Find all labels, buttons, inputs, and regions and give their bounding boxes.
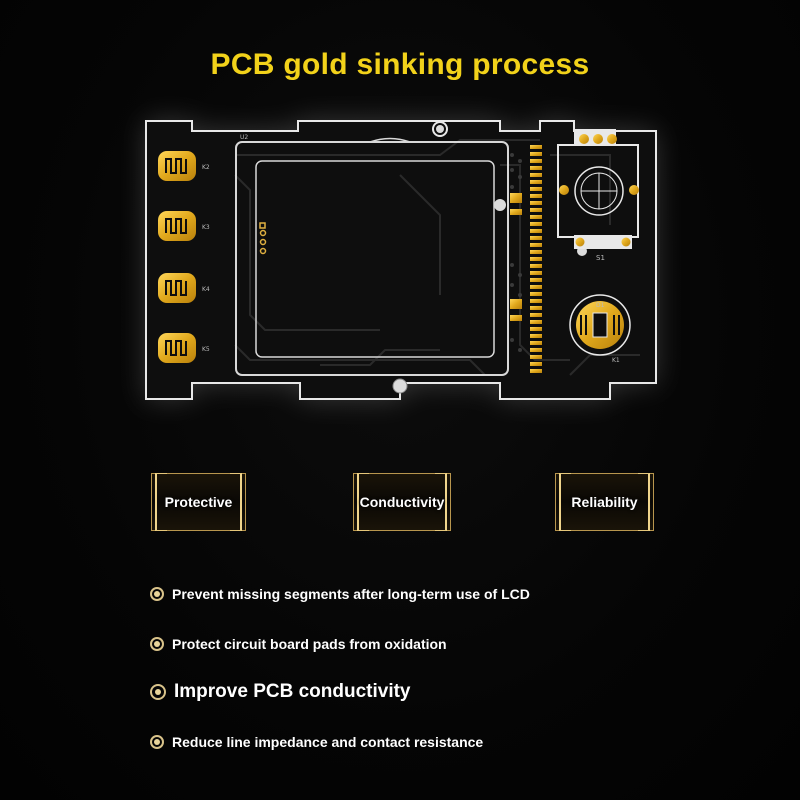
bullet-icon	[150, 587, 164, 601]
feature-item: Prevent missing segments after long-term…	[150, 586, 530, 602]
label-k3: K3	[202, 224, 210, 231]
feature-text: Improve PCB conductivity	[174, 681, 411, 702]
feature-item: Improve PCB conductivity	[150, 681, 411, 703]
label-s1: S1	[596, 254, 605, 262]
badge-conductivity: Conductivity	[353, 473, 451, 531]
bullet-icon	[150, 735, 164, 749]
bullet-icon	[150, 684, 166, 700]
badge-label: Conductivity	[359, 494, 445, 510]
touch-pad-k4	[158, 273, 196, 303]
bullet-icon	[150, 637, 164, 651]
badge-reliability: Reliability	[555, 473, 654, 531]
touch-pad-k3	[158, 211, 196, 241]
lcd-inner-frame	[255, 160, 495, 358]
feature-text: Reduce line impedance and contact resist…	[172, 734, 484, 750]
page-title: PCB gold sinking process	[210, 48, 590, 82]
switch-s1	[557, 129, 639, 249]
feature-item: Reduce line impedance and contact resist…	[150, 734, 483, 750]
pin-column	[259, 222, 267, 255]
mount-hole	[392, 378, 408, 394]
led-pad-d1	[569, 294, 631, 356]
feature-item: Protect circuit board pads from oxidatio…	[150, 636, 447, 652]
badge-label: Reliability	[571, 494, 638, 510]
gold-connector-strip	[530, 145, 542, 373]
pcb-board-svg: U2	[145, 120, 657, 400]
feature-text: Protect circuit board pads from oxidatio…	[172, 636, 447, 652]
via-field	[510, 153, 522, 352]
label-k2: K2	[202, 164, 210, 171]
label-k1: K1	[612, 357, 620, 364]
touch-pad-k2	[158, 151, 196, 181]
feature-text: Prevent missing segments after long-term…	[172, 586, 530, 602]
label-k4: K4	[202, 286, 210, 293]
touch-pad-k5	[158, 333, 196, 363]
pcb-board-illustration: U2	[140, 115, 662, 405]
label-u2: U2	[240, 134, 248, 141]
mount-hole	[494, 199, 506, 211]
label-d1: D1	[596, 302, 605, 309]
pcb-traces	[234, 139, 640, 376]
smd-component	[510, 193, 522, 321]
badge-protective: Protective	[151, 473, 246, 531]
badge-label: Protective	[164, 494, 233, 510]
label-k5: K5	[202, 346, 210, 353]
